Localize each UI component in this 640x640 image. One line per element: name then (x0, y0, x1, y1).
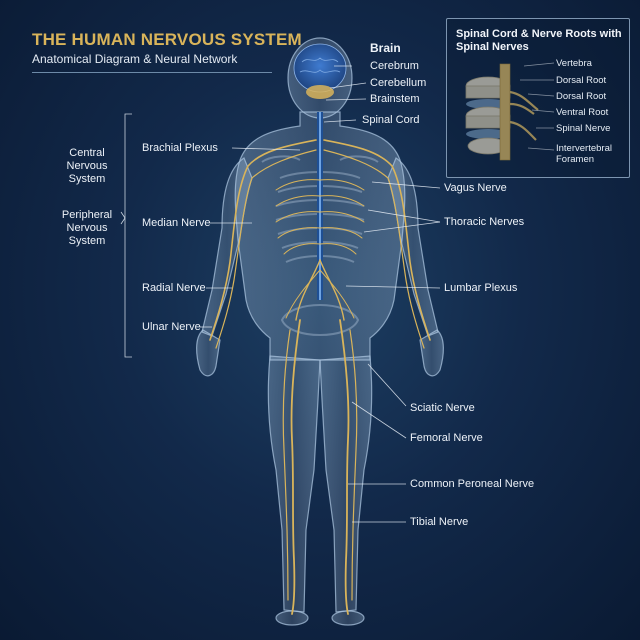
group-central-nervous-system: Central Nervous System (52, 147, 122, 186)
label-common-peroneal-nerve: Common Peroneal Nerve (410, 478, 534, 491)
page-title: THE HUMAN NERVOUS SYSTEM (32, 30, 302, 50)
label-brainstem: Brainstem (370, 93, 420, 106)
inset-label-dorsal-root-1: Dorsal Root (556, 75, 606, 86)
inset-label-dorsal-root-2: Dorsal Root (556, 91, 606, 102)
brain-heading: Brain (370, 42, 401, 55)
label-median-nerve: Median Nerve (142, 217, 210, 230)
left-hand-outline (197, 330, 220, 376)
inset-label-vertebra: Vertebra (556, 58, 592, 69)
label-cerebellum: Cerebellum (370, 77, 426, 90)
label-spinal-cord: Spinal Cord (362, 114, 419, 127)
label-cerebrum: Cerebrum (370, 60, 419, 73)
group-peripheral-nervous-system: Peripheral Nervous System (52, 209, 122, 248)
inset-title: Spinal Cord & Nerve Roots with Spinal Ne… (456, 28, 626, 54)
inset-label-intervertebral-foramen: Intervertebral Foramen (556, 143, 622, 165)
label-tibial-nerve: Tibial Nerve (410, 516, 468, 529)
label-vagus-nerve: Vagus Nerve (444, 182, 507, 195)
inset-label-spinal-nerve: Spinal Nerve (556, 123, 610, 134)
label-brachial-plexus: Brachial Plexus (142, 142, 218, 155)
label-thoracic-nerves: Thoracic Nerves (444, 216, 524, 229)
label-sciatic-nerve: Sciatic Nerve (410, 402, 475, 415)
title-divider (32, 72, 272, 73)
label-femoral-nerve: Femoral Nerve (410, 432, 483, 445)
inset-label-ventral-root: Ventral Root (556, 107, 608, 118)
right-hand-outline (420, 330, 443, 376)
label-lumbar-plexus: Lumbar Plexus (444, 282, 517, 295)
label-ulnar-nerve: Ulnar Nerve (142, 321, 201, 334)
page-subtitle: Anatomical Diagram & Neural Network (32, 52, 237, 66)
label-radial-nerve: Radial Nerve (142, 282, 206, 295)
